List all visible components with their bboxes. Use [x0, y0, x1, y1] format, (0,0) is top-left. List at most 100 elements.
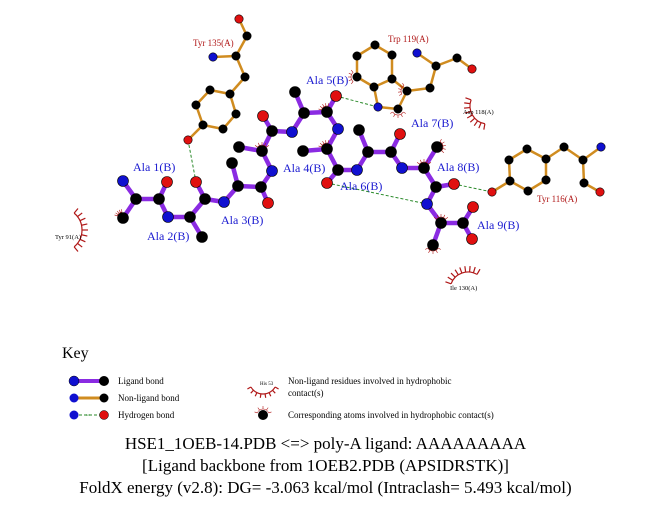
carbon-atom	[231, 51, 241, 61]
hydrophobic-atom-mark	[254, 142, 270, 148]
hydrophobic-tick	[319, 105, 323, 109]
hydrophobic-atom-icon	[254, 406, 272, 420]
carbon-atom	[199, 193, 211, 205]
hydrogen-bond	[187, 139, 197, 183]
hydrophobic-tick	[439, 139, 442, 142]
caption-line-3: FoldX energy (v2.8): DG= -3.063 kcal/mol…	[79, 478, 572, 497]
hydrophobic-tick	[257, 142, 260, 146]
hydrophobic-tick	[468, 266, 471, 273]
carbon-atom	[430, 181, 442, 193]
hydrophobic-tick	[121, 209, 123, 213]
hydrophobic-tick	[73, 246, 79, 252]
hydrophobic-tick	[450, 272, 456, 278]
hydrophobic-tick	[473, 120, 479, 127]
key-ligand-bond: Ligand bond	[68, 375, 164, 387]
hydrophobic-tick	[399, 85, 403, 88]
hydrophobic-tick	[403, 111, 406, 114]
hydrophobic-tick	[445, 281, 452, 285]
key-hydrogen-bond: 3.0 Hydrogen bond	[69, 410, 175, 420]
hydrophobic-residue-ile130	[445, 266, 481, 285]
nitrogen-atom	[332, 123, 344, 135]
oxygen-atom	[257, 110, 269, 122]
hydrophobic-tick	[259, 393, 262, 398]
hydrophobic-tick	[464, 110, 472, 114]
carbon-atom	[297, 145, 309, 157]
carbon-atom	[425, 83, 435, 93]
carbon-atom	[232, 180, 244, 192]
carbon-atom	[321, 143, 333, 155]
oxygen-atom	[183, 135, 193, 145]
hydrophobic-arc	[257, 408, 269, 414]
hydrophobic-tick	[319, 142, 323, 146]
hydrophobic-tick	[322, 104, 325, 107]
hydrophobic-tick	[77, 242, 83, 248]
carbon-atom	[370, 40, 380, 50]
carbon-atom	[258, 410, 268, 420]
carbon-atom	[130, 193, 142, 205]
hydrophobic-tick	[459, 267, 463, 274]
ligand-label-ala5: Ala 5(B)	[306, 73, 348, 87]
carbon-atom	[198, 120, 208, 130]
hydrophobic-tick	[476, 268, 481, 275]
ligand-label-ala8: Ala 8(B)	[437, 160, 479, 174]
carbon-atom	[256, 145, 268, 157]
hydrophobic-arc-icon	[247, 386, 279, 398]
hydrophobic-tick	[318, 145, 322, 148]
carbon-atom	[321, 106, 333, 118]
hydrogen-bond	[335, 95, 379, 108]
oxygen-atom	[467, 64, 477, 74]
hydrophobic-atom-mark	[318, 140, 329, 148]
key-hydrophobic-residue-label-2: contact(s)	[288, 388, 323, 398]
hydrophobic-atom-mark	[318, 103, 329, 111]
oxygen-atom	[467, 201, 479, 213]
hydrophobic-label-ile130: Ile 130(A)	[450, 285, 477, 292]
hydrophobic-contacts	[73, 69, 486, 285]
nitrogen-atom	[162, 211, 174, 223]
hydrophobic-arc	[400, 85, 405, 95]
oxygen-atom	[330, 90, 342, 102]
carbon-atom	[226, 157, 238, 169]
hydrophobic-tick	[254, 144, 258, 148]
hydrophobic-tick	[257, 407, 260, 411]
hydrophobic-atom-mark	[114, 209, 123, 217]
hydrophobic-tick	[318, 108, 322, 111]
hydrophobic-tick	[399, 93, 402, 96]
carbon-atom	[153, 193, 165, 205]
carbon-atom	[369, 82, 379, 92]
hydrophobic-tick	[322, 141, 325, 144]
key-hbond-distance: 3.0	[86, 413, 90, 417]
carbon-atom	[505, 176, 515, 186]
nitrogen-atom	[373, 102, 383, 112]
hydrophobic-tick	[478, 122, 482, 129]
key-nonligand-bond-label: Non-ligand bond	[118, 393, 180, 403]
hydrophobic-tick	[325, 103, 327, 107]
carbon-atom	[431, 61, 441, 71]
hydrophobic-tick	[402, 83, 405, 86]
hydrophobic-tick	[247, 386, 252, 390]
hydrophobic-tick	[419, 159, 422, 163]
hydrophobic-arc	[436, 216, 446, 220]
oxygen-atom	[595, 187, 605, 197]
hydrophobic-atom-mark	[425, 247, 441, 254]
carbon-atom	[184, 211, 196, 223]
carbon-atom	[431, 141, 443, 153]
nitrogen-atom	[266, 165, 278, 177]
carbon-atom	[541, 154, 551, 164]
hydrophobic-tick	[268, 411, 272, 414]
hydrophobic-tick	[350, 69, 354, 73]
hydrophobic-tick	[264, 393, 267, 398]
carbon-atom	[352, 51, 362, 61]
hydrophobic-tick	[464, 102, 471, 105]
atoms	[117, 14, 606, 251]
carbon-atom	[579, 178, 589, 188]
ligand-label-ala9: Ala 9(B)	[477, 218, 519, 232]
hydrophobic-tick	[441, 150, 445, 154]
hydrophobic-arc	[257, 144, 267, 148]
key-hydrophobic-residue: His 53 Non-ligand residues involved in h…	[247, 376, 451, 398]
residue-label-tyr116: Tyr 116(A)	[537, 194, 577, 204]
hydrophobic-tick	[466, 114, 473, 119]
carbon-atom	[191, 100, 201, 110]
hydrophobic-arc	[427, 247, 439, 252]
hydrophobic-tick	[483, 123, 486, 130]
oxygen-atom	[262, 197, 274, 209]
